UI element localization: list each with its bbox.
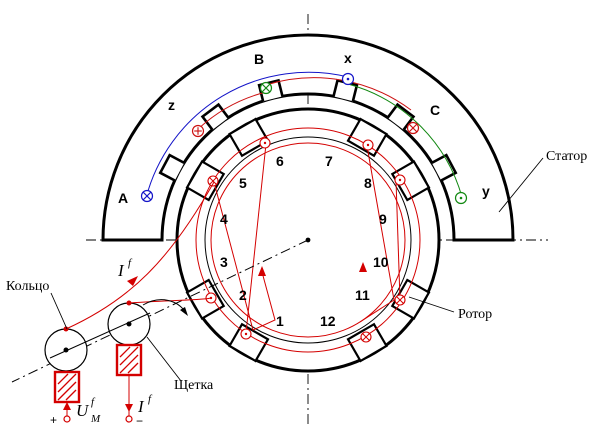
brush-right xyxy=(115,343,143,377)
rotor-slot-block xyxy=(228,322,270,363)
brush-label: Щетка xyxy=(174,378,214,393)
minus-sign: − xyxy=(136,414,143,428)
brush-current-sup: f xyxy=(148,393,153,405)
rotor-label: Ротор xyxy=(458,307,492,322)
stator-yoke xyxy=(101,33,515,242)
rotor-conductor-12 xyxy=(360,331,372,343)
ring-contact-dot xyxy=(63,326,69,332)
rotor-conductor-5 xyxy=(207,175,219,187)
rotor-field-rings xyxy=(195,127,421,353)
arrow-up-icon xyxy=(258,266,266,276)
brush-current-label: I xyxy=(137,397,145,416)
stator-conductor-z xyxy=(191,124,205,138)
rotor-slot-blocks xyxy=(185,117,431,363)
stator-slot-c xyxy=(386,102,416,131)
brush-left xyxy=(53,370,81,404)
field-current-sup: f xyxy=(128,257,133,269)
stator-slot-a xyxy=(158,153,185,182)
phase-label-x: x xyxy=(344,50,352,66)
stator-slot-y xyxy=(431,153,458,182)
slip-ring-hub xyxy=(63,347,69,353)
ring-contact-dot xyxy=(126,300,132,306)
plus-sign: + xyxy=(50,413,57,427)
stator-conductor-x xyxy=(341,72,355,86)
rotor-slot-block xyxy=(228,117,270,158)
field-current-label: I xyxy=(117,261,125,280)
phase-label-a: A xyxy=(118,190,128,206)
ring-label: Кольцо xyxy=(6,279,49,294)
terminal-plus xyxy=(63,415,71,423)
phase-b-connection xyxy=(265,77,412,111)
rotor-inner-ring xyxy=(204,136,412,344)
arrow-up-icon xyxy=(359,262,367,272)
rotor-slot-block xyxy=(185,160,226,202)
rotor-slot-number: 7 xyxy=(325,153,333,169)
phase-label-b: B xyxy=(254,51,264,67)
terminal-minus xyxy=(125,415,133,423)
stator-conductor-y xyxy=(454,191,468,205)
shaft-axis xyxy=(11,239,309,383)
rotor-slot-number: 10 xyxy=(373,254,389,270)
rotor-conductor-8 xyxy=(394,174,406,186)
arrow-down-icon xyxy=(125,404,133,412)
rotor-slot-block xyxy=(346,117,388,158)
leader-lines xyxy=(50,157,544,382)
rotor-conductor-11 xyxy=(394,294,406,306)
rotation-arrow-head-icon xyxy=(180,307,188,316)
rotor-conductor-6 xyxy=(259,137,271,149)
voltage-sup: f xyxy=(91,396,96,408)
phase-label-z: z xyxy=(168,97,175,113)
rotor-slot-number: 11 xyxy=(355,287,370,303)
stator-conductor-b xyxy=(259,81,273,95)
stator-conductor-c xyxy=(406,121,420,135)
voltage-label: U xyxy=(76,401,90,420)
stator-label: Статор xyxy=(546,149,587,164)
rotor-slot-block xyxy=(390,160,431,202)
arrow-icon xyxy=(127,276,138,286)
rotor-slot-number: 12 xyxy=(320,313,336,329)
phase-c-connection xyxy=(347,83,463,198)
field-leads xyxy=(65,181,215,330)
rotor-slot-number: 9 xyxy=(379,211,387,227)
rotor-slot-number: 4 xyxy=(220,211,228,227)
field-arrows xyxy=(258,262,367,276)
phase-a-connection xyxy=(145,71,349,199)
rotor-slot-number: 6 xyxy=(276,153,284,169)
rotor-conductor-1 xyxy=(240,328,252,340)
phase-label-c: C xyxy=(430,102,440,118)
stator-conductor-a xyxy=(140,189,154,203)
arrow-up-icon xyxy=(63,402,71,410)
rotor-slot-number: 3 xyxy=(220,254,228,270)
rotor-slot-number: 1 xyxy=(276,313,284,329)
slip-ring-hub xyxy=(126,321,132,327)
phase-label-y: y xyxy=(482,183,490,199)
rotor-slot-number: 8 xyxy=(364,175,372,191)
rotor-conductor-7 xyxy=(362,139,374,151)
rotor-slot-number: 2 xyxy=(239,287,247,303)
voltage-sub: M xyxy=(90,413,101,425)
rotor-slot-block xyxy=(346,322,388,363)
rotor-slot-number: 5 xyxy=(239,175,247,191)
phase-b-return xyxy=(196,91,267,131)
stator-winding-connections xyxy=(145,71,463,199)
rotor-field-winding xyxy=(213,143,401,334)
